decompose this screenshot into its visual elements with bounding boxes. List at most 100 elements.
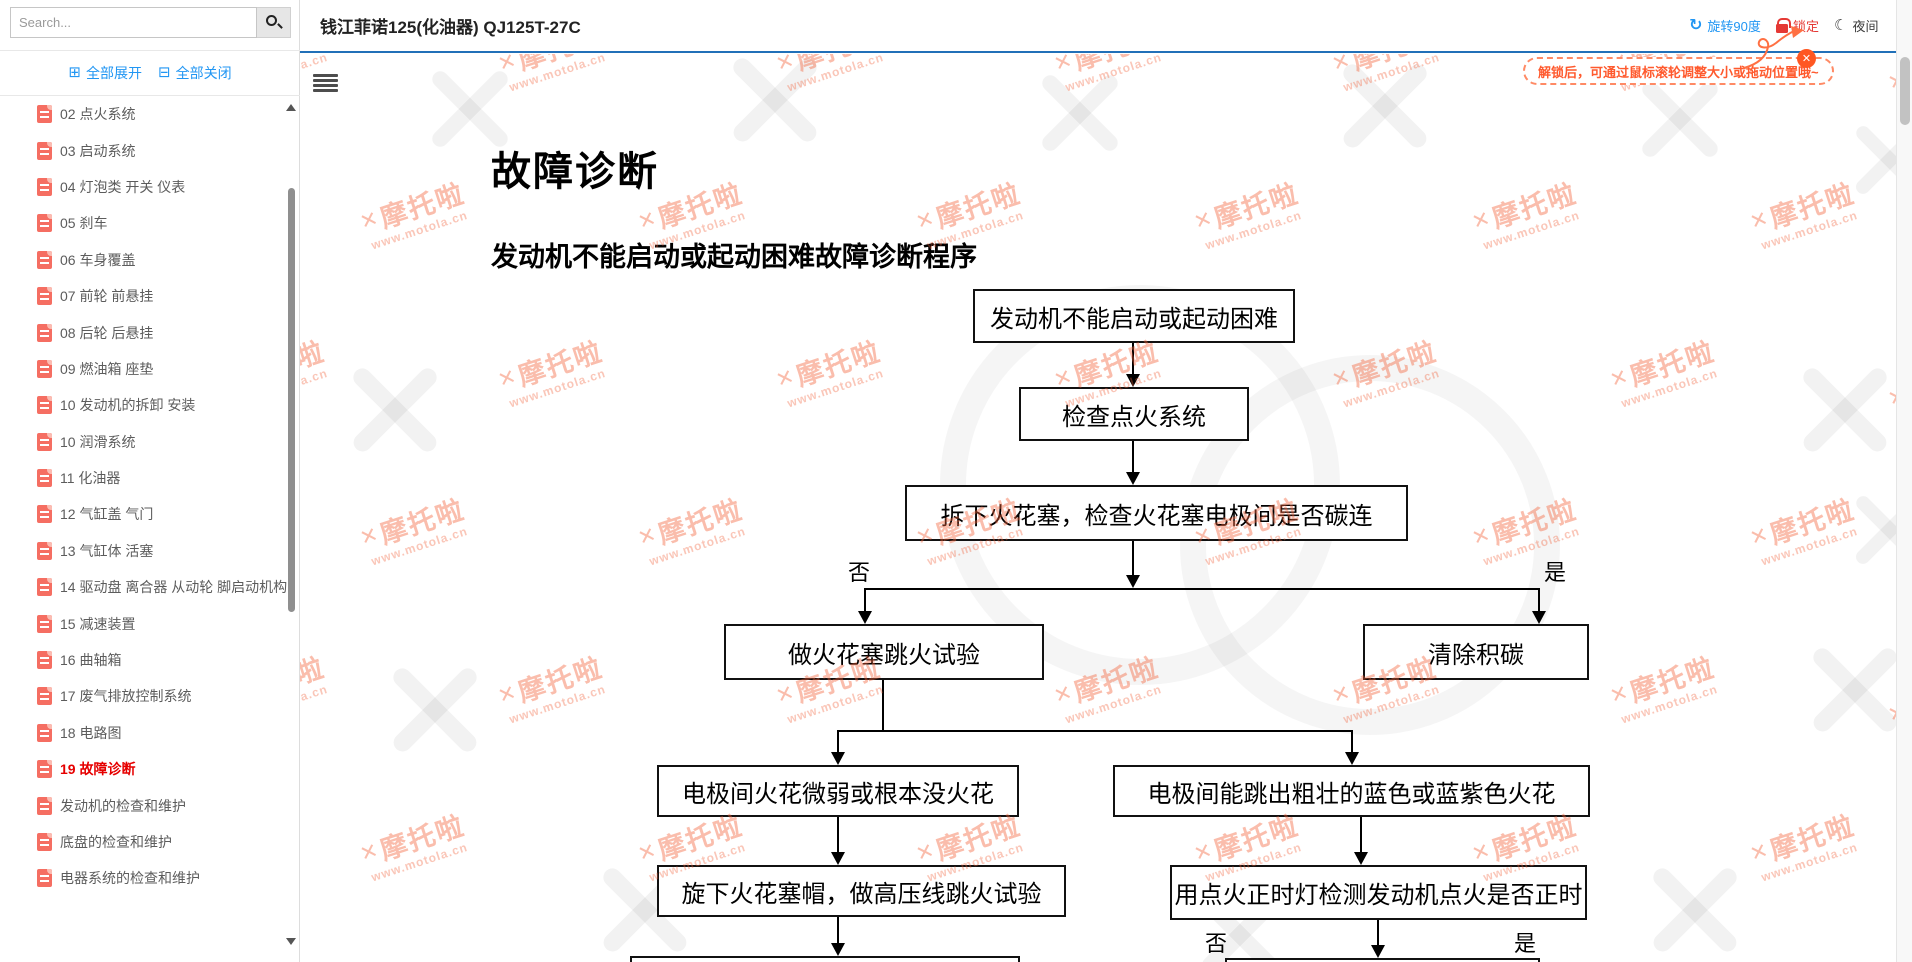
document-icon: [37, 323, 52, 342]
sidebar-scroll-down-icon[interactable]: [286, 938, 296, 945]
sidebar-item[interactable]: 03 启动系统: [0, 132, 299, 168]
sidebar-scrollbar-thumb[interactable]: [288, 188, 295, 612]
sidebar-item[interactable]: 11 化油器: [0, 460, 299, 496]
sidebar-item-label: 电器系统的检查和维护: [60, 870, 200, 887]
flow-node-cap-test: 旋下火花塞帽，做高压线跳火试验: [657, 865, 1066, 917]
sidebar-item[interactable]: 07 前轮 前悬挂: [0, 278, 299, 314]
document-title: 故障诊断: [491, 150, 659, 194]
document-icon: [37, 578, 52, 597]
rotate-90-button[interactable]: ↻ 旋转90度: [1689, 0, 1761, 51]
collapse-all-icon: ⊟: [158, 64, 171, 81]
sidebar-item[interactable]: 发动机的检查和维护: [0, 787, 299, 823]
document-icon: [37, 214, 52, 233]
document-icon: [37, 541, 52, 560]
sidebar-item[interactable]: 15 减速装置: [0, 605, 299, 641]
collapse-all-button[interactable]: ⊟ 全部关闭: [158, 63, 232, 83]
flow-connector: [837, 817, 839, 853]
sidebar-item-label: 04 灯泡类 开关 仪表: [60, 178, 186, 195]
sidebar-item[interactable]: 17 废气排放控制系统: [0, 678, 299, 714]
flow-connector: [837, 732, 839, 753]
sidebar-item[interactable]: 09 燃油箱 座垫: [0, 351, 299, 387]
collapse-all-label: 全部关闭: [175, 64, 232, 81]
flow-connector: [1351, 732, 1353, 753]
flow-node-clean-carbon: 清除积碳: [1363, 624, 1589, 680]
sidebar-item[interactable]: 05 刹车: [0, 205, 299, 241]
document-icon: [37, 177, 52, 196]
search-icon: [266, 15, 277, 26]
sidebar-item-label: 08 后轮 后悬挂: [60, 324, 154, 341]
document-icon: [37, 796, 52, 815]
moon-icon: ☾: [1834, 17, 1848, 34]
flow-connector: [882, 680, 884, 731]
search-input[interactable]: [10, 7, 257, 38]
sidebar-item[interactable]: 06 车身覆盖: [0, 242, 299, 278]
sidebar-item[interactable]: 04 灯泡类 开关 仪表: [0, 169, 299, 205]
sidebar-item-label: 17 废气排放控制系统: [60, 688, 192, 705]
background-tools-icon: [1845, 115, 1896, 205]
sidebar-item[interactable]: 13 气缸体 活塞: [0, 533, 299, 569]
background-tools-icon: [380, 655, 490, 765]
flow-connector: [1132, 343, 1134, 375]
sidebar-item-label: 06 车身覆盖: [60, 251, 136, 268]
sidebar-item[interactable]: 电器系统的检查和维护: [0, 860, 299, 896]
menu-toggle-button[interactable]: [313, 74, 338, 92]
flow-node-check-ignition: 检查点火系统: [1019, 387, 1249, 441]
sidebar-item[interactable]: 16 曲轴箱: [0, 642, 299, 678]
main-scrollbar[interactable]: [1896, 0, 1912, 962]
sidebar-item-label: 18 电路图: [60, 724, 122, 741]
header: 钱江菲诺125(化油器) QJ125T-27C ↻ 旋转90度 锁定 ☾ 夜间: [300, 0, 1896, 53]
sidebar-item-label: 19 故障诊断: [60, 761, 136, 778]
lock-icon: [1776, 17, 1791, 33]
document-subtitle: 发动机不能启动或起动困难故障诊断程序: [491, 242, 977, 272]
flow-connector: [1132, 541, 1134, 576]
sidebar-scroll-up-icon[interactable]: [286, 104, 296, 111]
background-tools-icon: [340, 355, 450, 465]
search-button[interactable]: [257, 7, 291, 38]
sidebar-item-label: 11 化油器: [60, 470, 121, 487]
sidebar-item[interactable]: 02 点火系统: [0, 96, 299, 132]
expand-all-label: 全部展开: [86, 64, 142, 81]
sidebar-item-label: 16 曲轴箱: [60, 652, 122, 669]
sidebar-item-label: 12 气缸盖 气门: [60, 506, 154, 523]
sidebar-item[interactable]: 底盘的检查和维护: [0, 824, 299, 860]
sidebar-item[interactable]: 19 故障诊断: [0, 751, 299, 787]
flow-arrowhead-icon: [831, 852, 845, 865]
flow-node-weak-spark: 电极间火花微弱或根本没火花: [657, 765, 1019, 817]
document-icon: [37, 869, 52, 888]
document-icon: [37, 687, 52, 706]
flow-connector: [1538, 590, 1540, 612]
tooltip-close-button[interactable]: ✕: [1797, 49, 1816, 68]
document-icon: [37, 432, 52, 451]
document-viewer: 故障诊断 发动机不能启动或起动困难故障诊断程序 发动机不能启动或起动困难 检查点…: [300, 55, 1896, 962]
flow-arrowhead-icon: [1126, 374, 1140, 387]
flow-connector: [837, 917, 839, 944]
sidebar-item-label: 10 发动机的拆卸 安装: [60, 397, 196, 414]
sidebar-item[interactable]: 14 驱动盘 离合器 从动轮 脚启动机构: [0, 569, 299, 605]
sidebar-item[interactable]: 08 后轮 后悬挂: [0, 314, 299, 350]
sidebar-item[interactable]: 18 电路图: [0, 715, 299, 751]
sidebar-item-label: 09 燃油箱 座垫: [60, 360, 154, 377]
flow-node-partial-right: [1225, 958, 1540, 962]
main-scrollbar-thumb[interactable]: [1900, 57, 1910, 125]
document-icon: [37, 396, 52, 415]
document-icon: [37, 614, 52, 633]
background-tools-icon: [1800, 635, 1896, 745]
sidebar-item[interactable]: 10 发动机的拆卸 安装: [0, 387, 299, 423]
document-icon: [37, 760, 52, 779]
branch-label-yes: 是: [1544, 560, 1567, 585]
document-icon: [37, 105, 52, 124]
sidebar-item-label: 07 前轮 前悬挂: [60, 288, 154, 305]
background-tools-icon: [1845, 485, 1896, 575]
flow-connector: [1132, 441, 1134, 473]
flow-node-timing-light: 用点火正时灯检测发动机点火是否正时: [1170, 865, 1587, 920]
flow-arrowhead-icon: [1345, 752, 1359, 765]
night-mode-button[interactable]: ☾ 夜间: [1834, 0, 1878, 51]
branch-label-yes-2: 是: [1514, 931, 1537, 956]
flow-connector: [1360, 817, 1362, 853]
sidebar-item[interactable]: 12 气缸盖 气门: [0, 496, 299, 532]
sidebar-item[interactable]: 10 润滑系统: [0, 424, 299, 460]
expand-all-button[interactable]: ⊞ 全部展开: [68, 63, 142, 83]
background-tools-icon: [720, 55, 830, 155]
flow-arrowhead-icon: [1126, 575, 1140, 588]
